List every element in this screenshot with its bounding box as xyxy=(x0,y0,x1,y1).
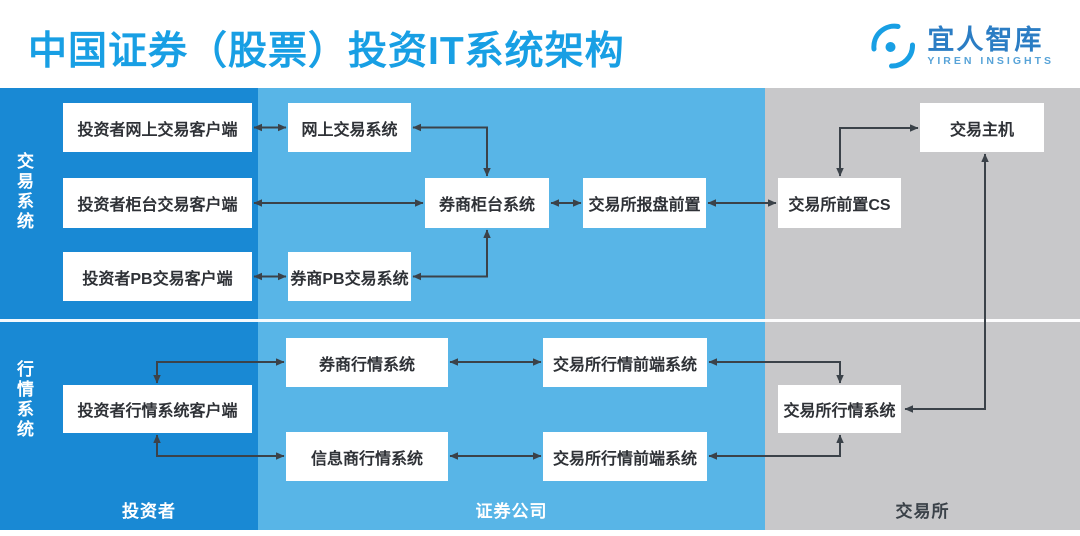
node-investor-online-client: 投资者网上交易客户端 xyxy=(63,103,252,152)
architecture-diagram: 交易系统 行情系统 投资者网上交易客户端 投资者柜台交易客户端 投资者PB交易客… xyxy=(0,88,1080,530)
logo-subtitle: YIREN INSIGHTS xyxy=(927,55,1054,67)
node-broker-quote-system: 券商行情系统 xyxy=(286,338,448,387)
column-investor-bg xyxy=(0,88,258,530)
node-online-trading-system: 网上交易系统 xyxy=(288,103,411,152)
column-label-broker: 证券公司 xyxy=(475,501,548,521)
node-trading-host: 交易主机 xyxy=(920,103,1044,152)
logo-name: 宜人智库 xyxy=(927,25,1044,55)
page-title: 中国证券（股票）投资IT系统架构 xyxy=(28,30,625,73)
node-investor-pb-client: 投资者PB交易客户端 xyxy=(63,252,252,301)
header: 中国证券（股票）投资IT系统架构 宜人智库 YIREN INSIGHTS xyxy=(0,0,1080,88)
logo: 宜人智库 YIREN INSIGHTS xyxy=(867,20,1054,72)
band-label-trading-system: 交易系统 xyxy=(14,152,33,232)
node-exchange-quote-front-top: 交易所行情前端系统 xyxy=(543,338,707,387)
node-broker-counter-system: 券商柜台系统 xyxy=(425,178,549,228)
band-label-quote-system: 行情系统 xyxy=(14,360,33,440)
logo-text-block: 宜人智库 YIREN INSIGHTS xyxy=(927,25,1054,67)
band-divider xyxy=(0,319,1080,322)
node-exchange-quote-front-bottom: 交易所行情前端系统 xyxy=(543,432,707,481)
column-label-investor: 投资者 xyxy=(122,501,176,521)
node-exchange-order-front: 交易所报盘前置 xyxy=(583,178,706,228)
column-label-exchange: 交易所 xyxy=(895,501,950,521)
node-investor-quote-client: 投资者行情系统客户端 xyxy=(63,385,252,433)
column-exchange-bg xyxy=(765,88,1080,530)
node-investor-counter-client: 投资者柜台交易客户端 xyxy=(63,178,252,228)
node-exchange-front-cs: 交易所前置CS xyxy=(778,178,901,228)
node-info-vendor-quote-system: 信息商行情系统 xyxy=(286,432,448,481)
yiren-logo-icon xyxy=(871,23,916,69)
node-broker-pb-system: 券商PB交易系统 xyxy=(288,252,411,301)
node-exchange-quote-system: 交易所行情系统 xyxy=(778,385,901,433)
